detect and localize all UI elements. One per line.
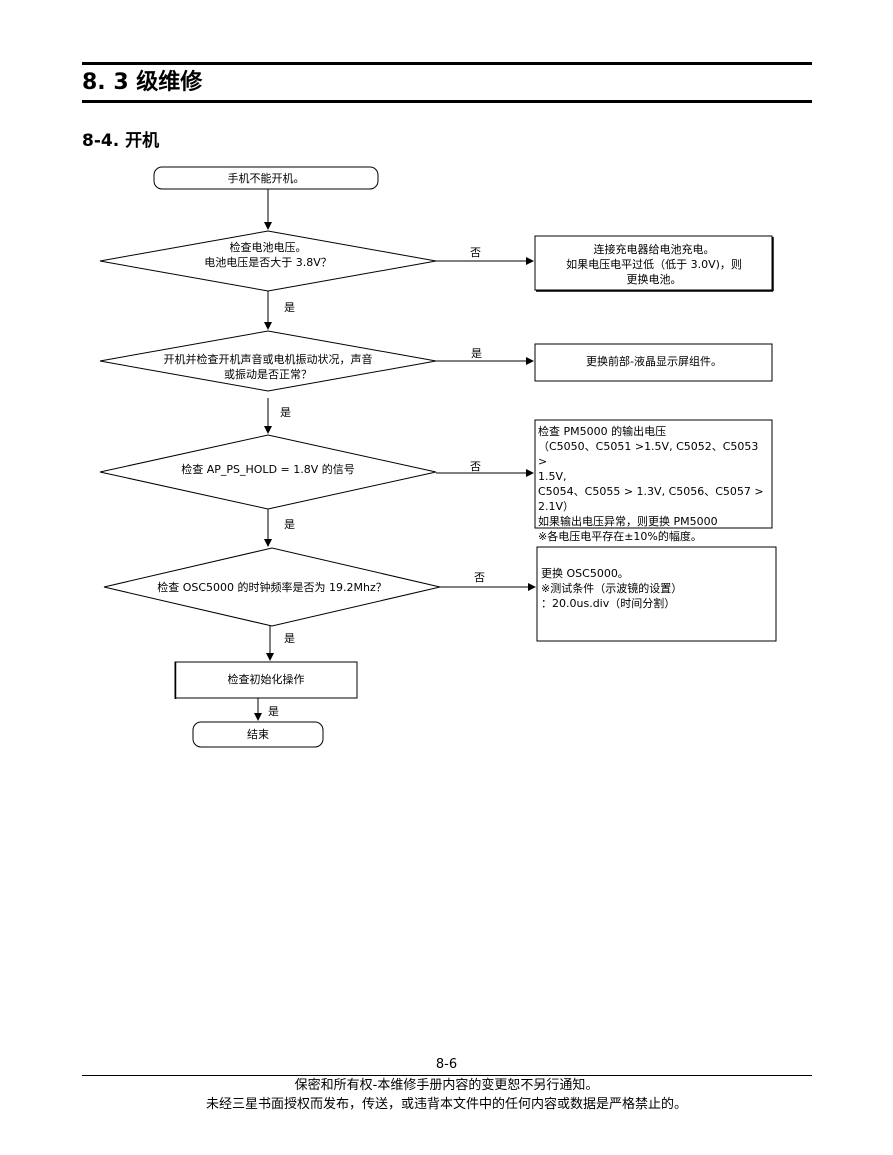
process-5-box	[174, 661, 358, 699]
action-3-line: ※各电压电平存在±10%的幅度。	[538, 530, 702, 543]
decision-1-yes-label: 是	[284, 301, 295, 314]
decision-3-text: 检查 AP_PS_HOLD = 1.8V 的信号	[181, 463, 355, 476]
process-5-text: 检查初始化操作	[227, 673, 305, 686]
action-3-line: 检查 PM5000 的输出电压	[538, 425, 667, 438]
action-2-box	[534, 343, 773, 382]
action-3-box	[534, 419, 773, 529]
decision-1-line: 电池电压是否大于 3.8V？	[204, 256, 332, 269]
action-1-box	[534, 235, 773, 291]
top-rule	[82, 62, 812, 65]
action-4-text: 更换 OSC5000。 ※测试条件（示波镜的设置） ：20.0us.div（时间…	[541, 566, 773, 611]
decision-1-no-label: 否	[470, 246, 481, 259]
footer-notice-1: 保密和所有权-本维修手册内容的变更恕不另行通知。	[294, 1078, 599, 1093]
action-3-line: 如果输出电压异常，则更换 PM5000	[538, 515, 718, 528]
decision-1-text: 检查电池电压。 电池电压是否大于 3.8V？	[150, 240, 386, 270]
footer-notice-2: 未经三星书面授权而发布，传送，或违背本文件中的任何内容或数据是严格禁止的。	[205, 1097, 687, 1112]
action-4-line: 更换 OSC5000。	[541, 567, 629, 580]
start-text: 手机不能开机。	[227, 172, 305, 185]
decision-2-yes-label-right: 是	[471, 347, 482, 360]
action-1-line: 更换电池。	[626, 273, 682, 286]
action-1-line: 连接充电器给电池充电。	[593, 243, 715, 256]
action-1-text: 连接充电器给电池充电。 如果电压电平过低（低于 3.0V)，则 更换电池。	[536, 242, 772, 287]
action-1-line: 如果电压电平过低（低于 3.0V)，则	[566, 258, 742, 271]
title-underline	[82, 100, 812, 103]
decision-3-no-label: 否	[470, 460, 481, 473]
section-title: 8. 3 级维修	[82, 70, 203, 95]
decision-2-line: 或振动是否正常？	[224, 368, 312, 381]
action-4-line: ※测试条件（示波镜的设置）	[541, 582, 683, 595]
decision-1-line: 检查电池电压。	[229, 241, 307, 254]
footer-rule	[82, 1075, 812, 1076]
action-3-line: （C5050、C5051 >1.5V, C5052、C5053 >	[538, 440, 759, 468]
decision-4-text: 检查 OSC5000 的时钟频率是否为 19.2Mhz？	[157, 581, 387, 594]
decision-2-yes-label-down: 是	[280, 406, 291, 419]
action-2-text: 更换前部-液晶显示屏组件。	[586, 355, 722, 368]
action-3-line: C5054、C5055 > 1.3V, C5056、C5057 >	[538, 485, 764, 498]
end-text: 结束	[247, 728, 269, 741]
action-3-line: 1.5V,	[538, 470, 567, 483]
decision-3-yes-label: 是	[284, 518, 295, 531]
action-4-line: ：20.0us.div（时间分割）	[541, 597, 676, 610]
page-number: 8-6	[435, 1057, 458, 1072]
decision-2-text: 开机并检查开机声音或电机振动状况，声音 或振动是否正常？	[130, 352, 406, 382]
action-3-line: 2.1V）	[538, 500, 575, 513]
decision-4-no-label: 否	[474, 571, 485, 584]
action-3-text: 检查 PM5000 的输出电压 （C5050、C5051 >1.5V, C505…	[538, 424, 770, 544]
process-5-yes-label: 是	[268, 705, 279, 718]
decision-2-line: 开机并检查开机声音或电机振动状况，声音	[163, 353, 373, 366]
start-terminator	[153, 166, 379, 190]
action-4-box	[536, 546, 777, 642]
decision-3-diamond	[99, 434, 437, 510]
subsection-title: 8-4. 开机	[82, 131, 160, 151]
end-terminator	[192, 721, 324, 748]
decision-4-yes-label: 是	[284, 632, 295, 645]
